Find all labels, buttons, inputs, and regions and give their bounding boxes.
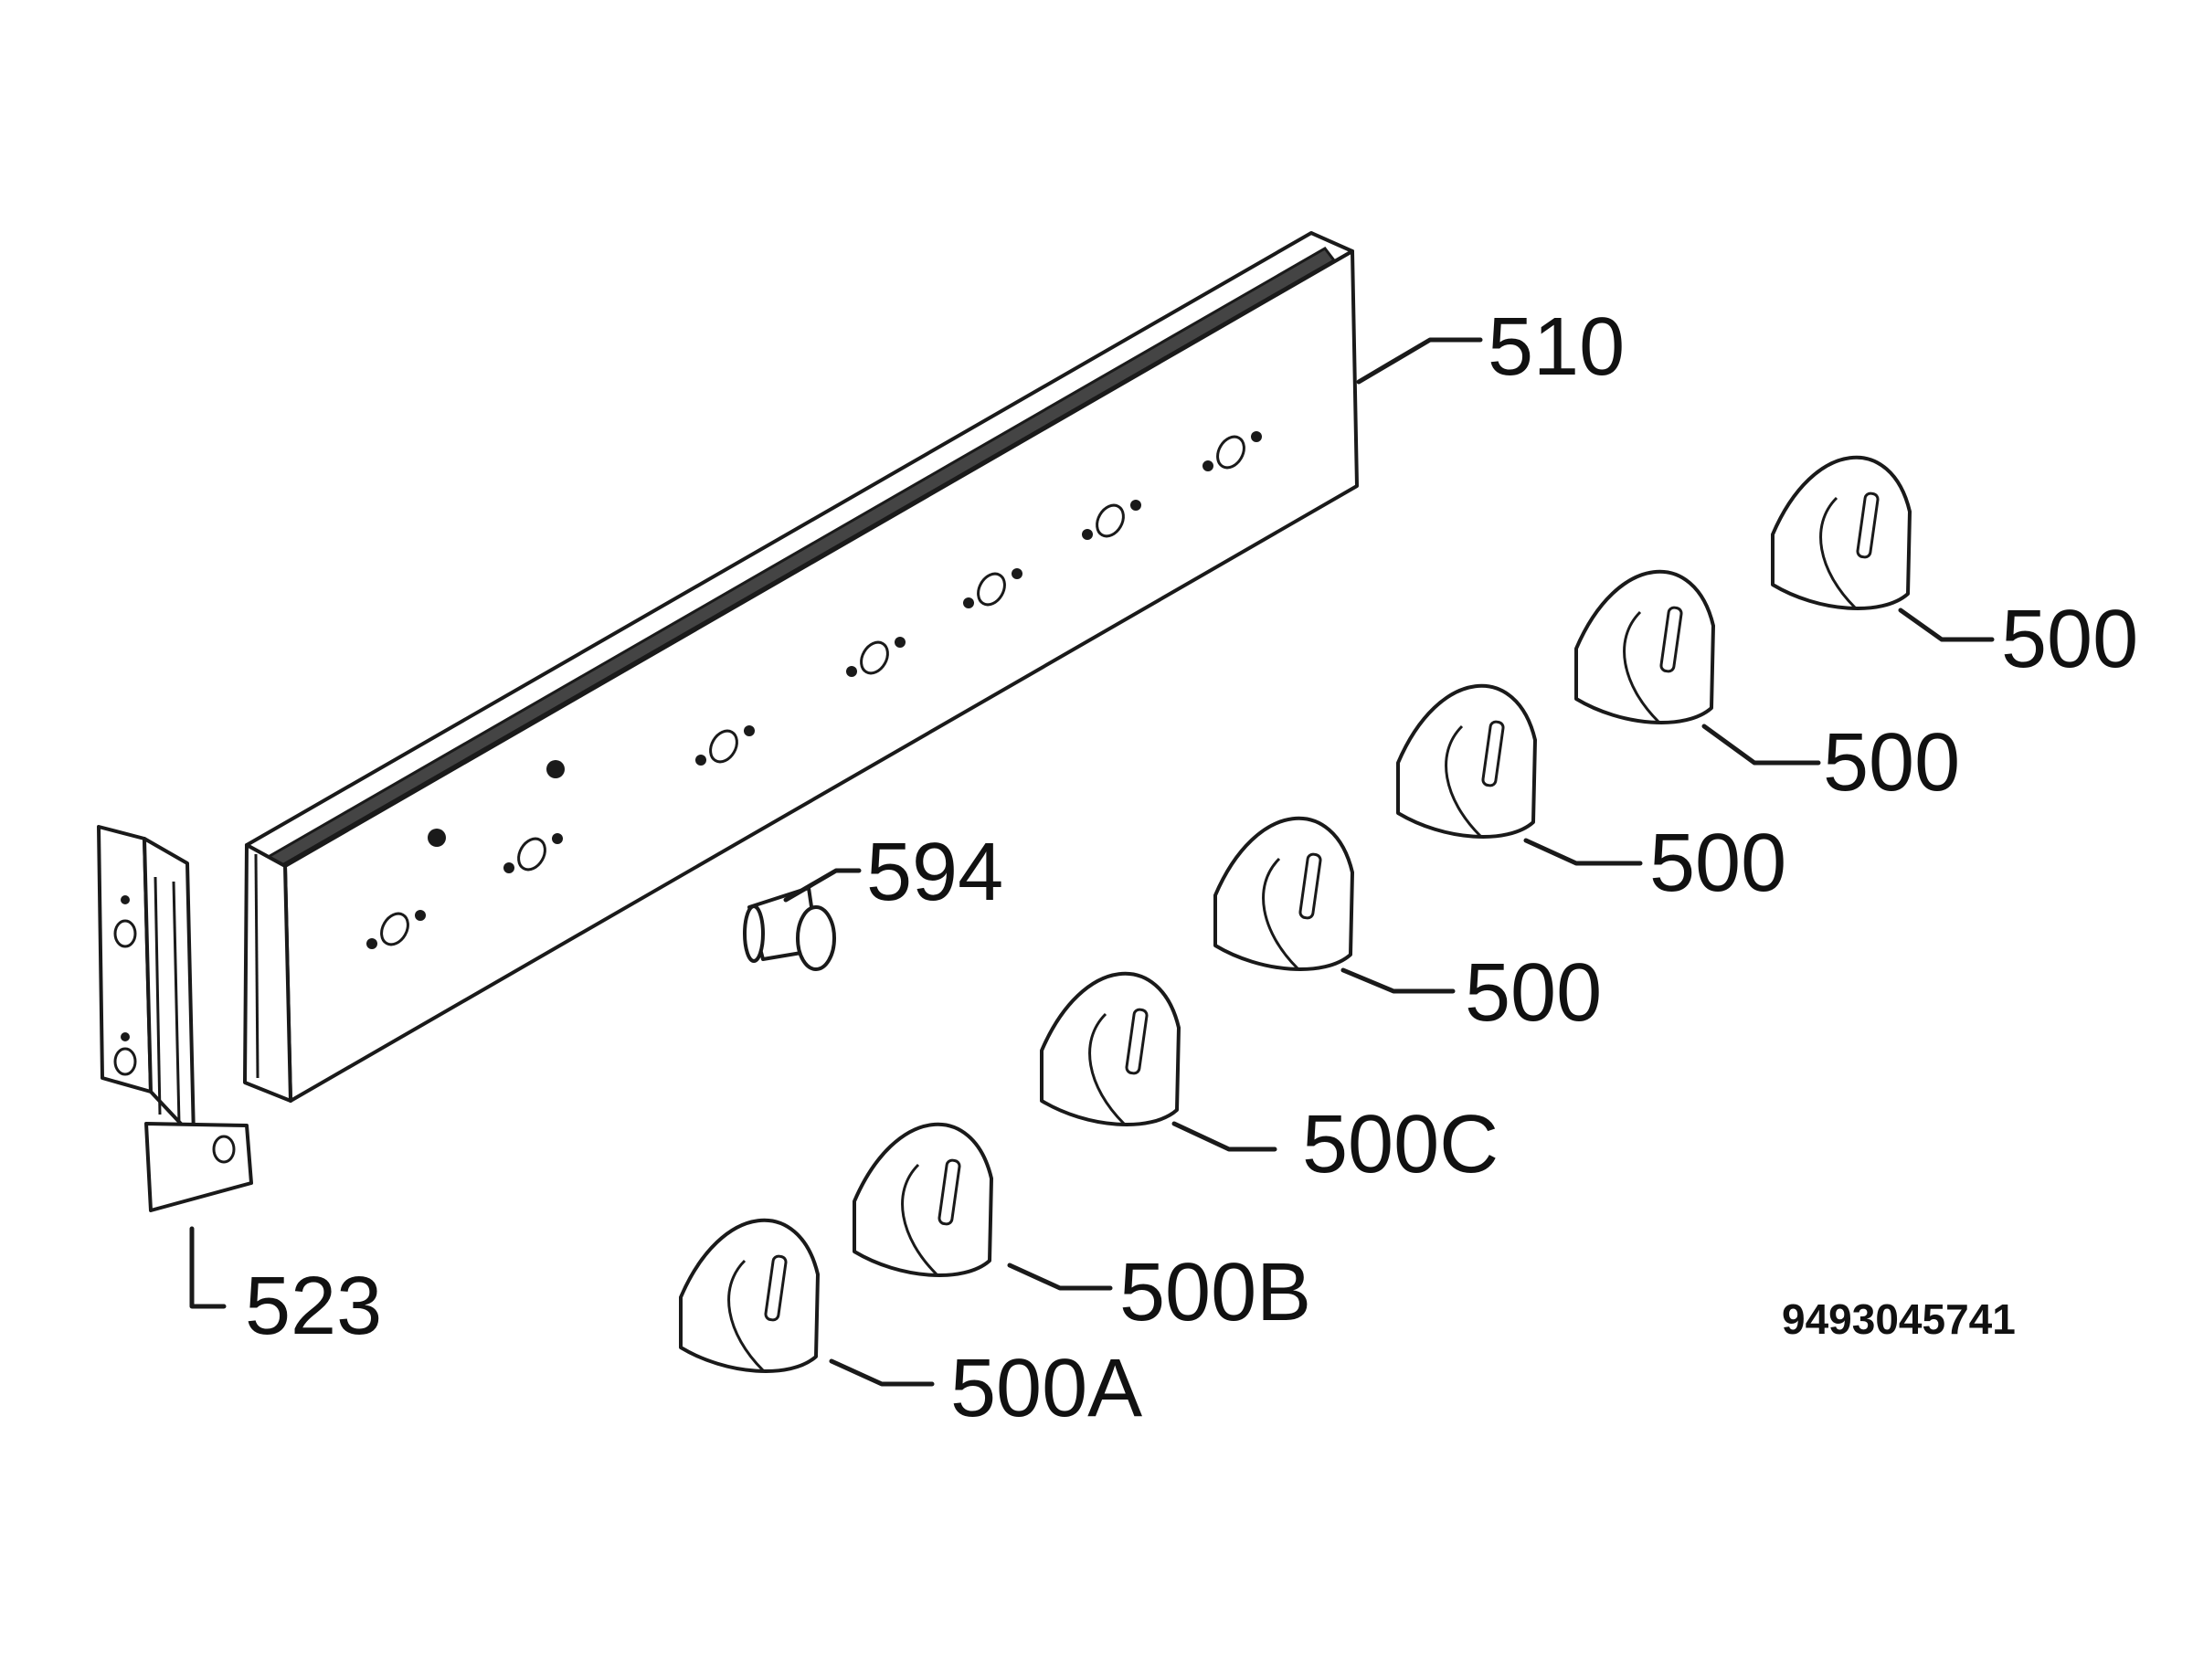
label-500-1: 500 (2001, 594, 2138, 685)
label-594: 594 (866, 827, 1003, 918)
label-523: 523 (245, 1261, 382, 1352)
label-500b: 500B (1119, 1247, 1311, 1338)
document-number: 9493045741 (1782, 1295, 2016, 1343)
knob-500a (679, 1218, 820, 1373)
label-500-3: 500 (1649, 818, 1786, 909)
knob-500-2 (1574, 569, 1715, 724)
knob-500-1 (1771, 455, 1912, 610)
label-500-2: 500 (1823, 717, 1960, 808)
panel-holes (366, 431, 1262, 949)
knob-500-3 (1396, 683, 1537, 839)
knob-500c (1040, 971, 1181, 1126)
end-bracket (97, 825, 253, 1212)
knob-500-4 (1213, 816, 1354, 971)
knob-500b (853, 1122, 993, 1277)
label-500a: 500A (950, 1343, 1142, 1434)
control-panel (243, 231, 1359, 1103)
push-button (743, 886, 836, 971)
label-510: 510 (1488, 301, 1625, 393)
label-500-4: 500 (1465, 947, 1602, 1039)
label-500c: 500C (1302, 1099, 1499, 1190)
